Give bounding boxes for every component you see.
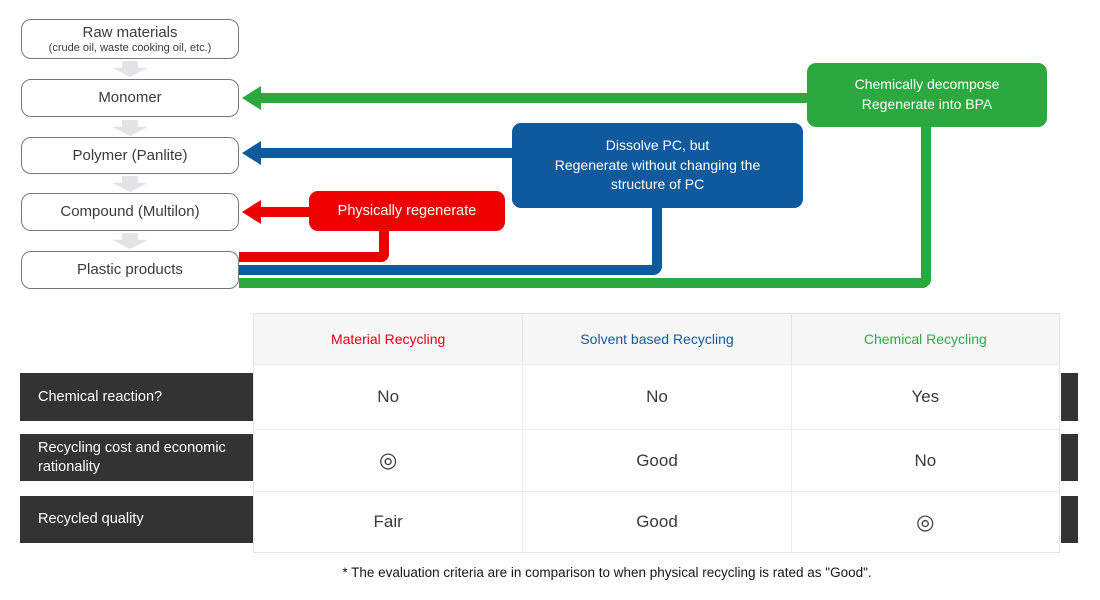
callout-material-recycling: Physically regenerate [309,191,505,231]
left-arrowhead-icon [242,141,261,165]
callout-solvent-recycling: Dissolve PC, but Regenerate without chan… [512,123,803,208]
callout-line: Regenerate into BPA [861,96,993,112]
row-label-recycled-quality: Recycled quality [20,496,253,543]
callout-line: Chemically decompose [854,76,1000,93]
material-recycling-return-line [239,230,389,262]
flow-box-label: Compound (Multilon) [60,203,200,221]
row-label-stub [1061,496,1078,543]
down-arrow-icon [112,120,148,136]
callout-line: Regenerate without changing the [554,156,761,173]
table-cell: Yes [790,364,1059,429]
column-header-solvent-recycling: Solvent based Recycling [522,314,791,364]
table-cell: Fair [254,491,523,552]
flow-box-compound: Compound (Multilon) [21,193,239,231]
down-arrow-icon [112,176,148,192]
table-cell: ◎ [254,429,523,491]
flow-box-label: Monomer [98,89,162,107]
row-label-chemical-reaction: Chemical reaction? [20,373,253,421]
chemical-recycling-return-line [239,127,931,288]
flow-box-label: Polymer (Panlite) [72,146,188,164]
left-arrowhead-icon [242,86,261,110]
solvent-recycling-return-line [239,208,662,275]
callout-line: structure of PC [610,176,705,193]
left-arrowhead-icon [242,200,261,224]
table-cell: Good [522,491,791,552]
evaluation-footnote: * The evaluation criteria are in compari… [342,565,872,580]
solvent-recycling-arrow-shaft [260,148,512,158]
chemical-recycling-arrow-shaft [260,93,807,103]
table-cell: No [522,364,791,429]
flow-box-label: Raw materials [82,24,178,42]
flow-box-raw-materials: Raw materials (crude oil, waste cooking … [21,19,239,59]
down-arrow-icon [112,233,148,249]
callout-chemical-recycling: Chemically decompose Regenerate into BPA [807,63,1047,127]
down-arrow-icon [112,61,148,77]
flow-box-monomer: Monomer [21,79,239,117]
table-cell: ◎ [790,491,1059,552]
flow-box-label: Plastic products [77,261,183,279]
material-recycling-arrow-shaft [260,207,310,217]
callout-line: Dissolve PC, but [605,136,710,153]
column-header-chemical-recycling: Chemical Recycling [790,314,1059,364]
table-cell: Good [522,429,791,491]
recycling-comparison-table: Material Recycling Solvent based Recycli… [253,313,1060,553]
column-header-material-recycling: Material Recycling [254,314,523,364]
flow-box-polymer: Polymer (Panlite) [21,137,239,174]
row-label-recycling-cost: Recycling cost and economic rationality [20,434,253,481]
row-label-stub [1061,373,1078,421]
row-label-stub [1061,434,1078,481]
table-cell: No [790,429,1059,491]
table-cell: No [254,364,523,429]
callout-line: Physically regenerate [337,202,477,219]
flow-box-sublabel: (crude oil, waste cooking oil, etc.) [48,41,212,54]
flow-box-plastic-products: Plastic products [21,251,239,289]
